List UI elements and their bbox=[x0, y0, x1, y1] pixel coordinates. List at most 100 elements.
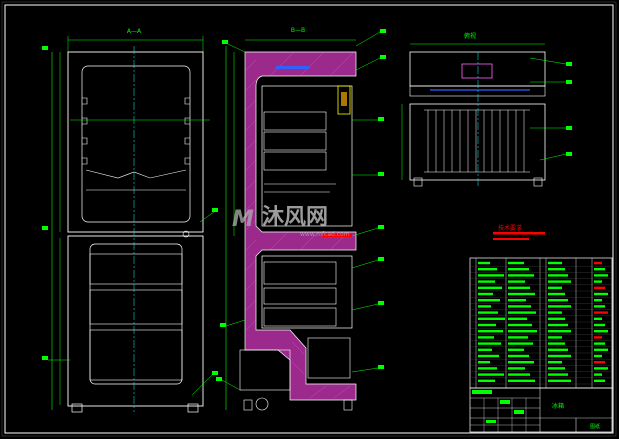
parts-rows bbox=[470, 261, 612, 385]
parts-row-entry bbox=[508, 299, 526, 302]
top-view-label: 俯视 bbox=[464, 32, 476, 40]
control-box-inner bbox=[341, 92, 347, 106]
parts-row-entry bbox=[594, 305, 605, 308]
title-block-code: 图纸 bbox=[590, 423, 600, 430]
leader-tag bbox=[42, 356, 48, 360]
parts-row-entry bbox=[548, 274, 568, 277]
notes-label: 技术要求 bbox=[498, 224, 522, 232]
leader-tag bbox=[42, 46, 48, 50]
parts-row-entry bbox=[594, 330, 608, 333]
parts-row-entry bbox=[508, 342, 533, 345]
parts-row-entry bbox=[594, 286, 605, 289]
rear-foot bbox=[533, 177, 543, 187]
parts-row-entry bbox=[594, 354, 602, 358]
parts-row-entry bbox=[594, 373, 602, 376]
title-grid bbox=[470, 398, 540, 432]
parts-row-entry bbox=[548, 311, 562, 314]
top-view: 俯视 bbox=[401, 32, 572, 187]
parts-row-entry bbox=[508, 348, 524, 351]
parts-row-entry bbox=[548, 348, 568, 351]
fridge-cavity-upper bbox=[261, 255, 353, 329]
title-block: 冰箱 图纸 bbox=[469, 387, 613, 433]
front-left-foot bbox=[71, 403, 83, 413]
note-line bbox=[493, 232, 545, 235]
parts-row-entry bbox=[548, 330, 571, 333]
section-view-label: B—B bbox=[291, 27, 305, 34]
title-block-name: 冰箱 bbox=[552, 402, 564, 410]
leader-tag bbox=[42, 226, 48, 230]
parts-row-entry bbox=[594, 379, 605, 382]
parts-row-entry bbox=[548, 367, 565, 370]
lower-liner bbox=[89, 243, 183, 385]
parts-row-entry bbox=[478, 379, 495, 382]
parts-row-entry bbox=[508, 292, 535, 296]
drawing-frame bbox=[4, 4, 614, 434]
parts-row-entry bbox=[548, 342, 565, 345]
rear-foot bbox=[413, 177, 423, 187]
parts-row-entry bbox=[548, 336, 562, 339]
front-view: A—A bbox=[42, 28, 218, 413]
parts-row-entry bbox=[478, 292, 493, 296]
parts-row-entry bbox=[594, 274, 608, 277]
section-foot bbox=[243, 399, 253, 411]
top-outline bbox=[409, 51, 546, 87]
parts-row-entry bbox=[508, 268, 529, 271]
parts-row-entry bbox=[594, 323, 605, 327]
drawer-1 bbox=[89, 253, 183, 285]
parts-row-entry bbox=[508, 330, 537, 333]
upper-rail-tabs bbox=[82, 97, 190, 165]
watermark-url: www.mfcad.com bbox=[300, 231, 350, 238]
parts-row-entry bbox=[548, 373, 568, 376]
parts-row-entry bbox=[548, 261, 562, 265]
technical-notes: 技术要求 bbox=[493, 224, 545, 240]
watermark-text: 沐风网 bbox=[262, 205, 328, 230]
leader-tag bbox=[212, 208, 218, 212]
parts-row-entry bbox=[508, 354, 529, 358]
parts-row-entry bbox=[548, 323, 568, 327]
parts-row-entry bbox=[478, 261, 490, 265]
parts-row-entry bbox=[478, 317, 505, 320]
parts-row-entry bbox=[508, 323, 532, 327]
title-block-fills bbox=[472, 390, 524, 423]
parts-row-entry bbox=[594, 261, 602, 265]
hinge-icon bbox=[182, 230, 190, 238]
parts-row-entry bbox=[478, 311, 498, 314]
top-rear-edge bbox=[409, 85, 546, 97]
fridge-door-outline bbox=[67, 235, 204, 407]
freezer-shelves bbox=[263, 111, 336, 193]
gasket-marker bbox=[322, 234, 352, 237]
parts-row-entry bbox=[548, 268, 565, 271]
section-view: B—B bbox=[216, 27, 386, 411]
upper-liner bbox=[81, 65, 191, 223]
parts-row-entry bbox=[478, 367, 497, 370]
parts-row-entry bbox=[508, 280, 525, 283]
parts-row-entry bbox=[548, 354, 571, 358]
freezer-door-outline bbox=[67, 51, 204, 233]
parts-row-entry bbox=[478, 373, 504, 376]
parts-row-entry bbox=[508, 274, 534, 277]
parts-row-entry bbox=[594, 292, 608, 296]
parts-row-entry bbox=[508, 336, 528, 339]
parts-row-entry bbox=[594, 311, 608, 314]
parts-row-entry bbox=[594, 268, 605, 271]
rear-panel bbox=[409, 103, 546, 181]
parts-row-entry bbox=[594, 348, 608, 351]
parts-row-entry bbox=[594, 299, 602, 302]
parts-row-entry bbox=[508, 361, 534, 364]
watermark-logo-mark: M bbox=[232, 207, 254, 232]
parts-row-entry bbox=[548, 280, 571, 283]
parts-row-entry bbox=[594, 336, 602, 339]
parts-row-entry bbox=[478, 286, 502, 289]
parts-row-entry bbox=[548, 286, 562, 289]
parts-row-entry bbox=[594, 361, 605, 364]
parts-row-entry bbox=[478, 354, 499, 358]
parts-row-entry bbox=[478, 342, 501, 345]
top-vent bbox=[461, 63, 493, 79]
section-foot bbox=[343, 399, 353, 411]
front-right-foot bbox=[187, 403, 199, 413]
parts-row-entry bbox=[594, 280, 602, 283]
parts-row-entry bbox=[478, 336, 494, 339]
foam-hatch bbox=[245, 51, 355, 399]
